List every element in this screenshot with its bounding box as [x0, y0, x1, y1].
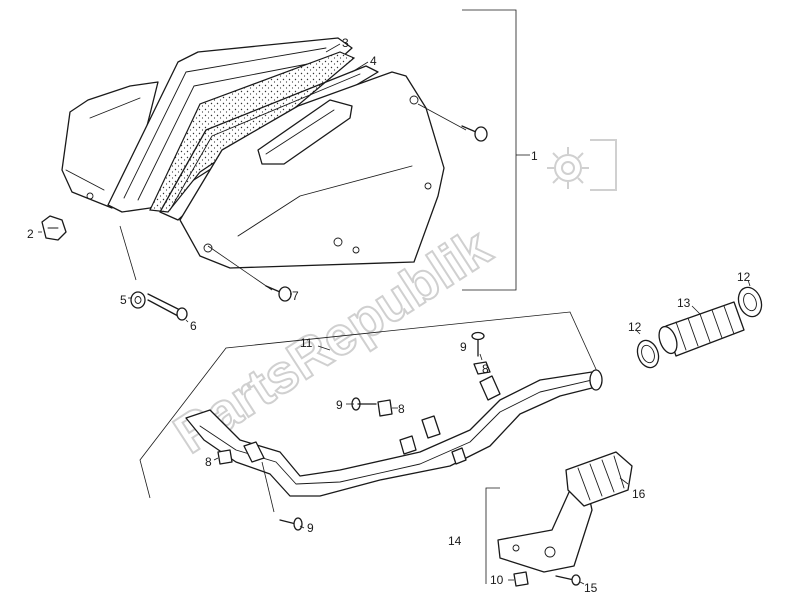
label-part-10: 10 — [490, 573, 504, 587]
screw-part-7 — [207, 245, 292, 302]
nut-part-8-top — [473, 361, 491, 375]
bracket-part-14 — [485, 487, 500, 584]
hose-part-16 — [565, 451, 633, 507]
label-part-8-mid: 8 — [398, 402, 405, 416]
bracket-part-1 — [462, 9, 517, 291]
intake-elbow-part-14 — [497, 481, 593, 573]
label-part-12-right: 12 — [737, 270, 751, 284]
screw-part-9-bottom — [261, 461, 303, 531]
label-part-13: 13 — [677, 296, 691, 310]
bellows-part-13 — [658, 301, 745, 357]
grommet-part-5 — [119, 225, 146, 309]
label-part-15: 15 — [584, 581, 598, 595]
label-part-1: 1 — [531, 149, 538, 163]
nut-part-10 — [513, 571, 529, 587]
label-part-12-left: 12 — [628, 320, 642, 334]
seal-ring-part-12-right — [737, 286, 763, 318]
label-part-8-left: 8 — [205, 455, 212, 469]
cover-screw — [417, 103, 488, 142]
leader-lines — [128, 43, 751, 585]
intake-duct-part-11 — [139, 311, 603, 499]
label-part-7: 7 — [292, 289, 299, 303]
label-part-16: 16 — [632, 487, 646, 501]
label-part-14: 14 — [448, 534, 462, 548]
label-part-9-bottom: 9 — [307, 521, 314, 535]
label-part-9-mid: 9 — [336, 398, 343, 412]
label-part-2: 2 — [27, 227, 34, 241]
label-part-3: 3 — [342, 36, 349, 50]
screw-part-15 — [555, 574, 581, 586]
label-part-11: 11 — [300, 336, 313, 350]
clip-part-2 — [38, 215, 67, 241]
nut-part-8-mid — [377, 399, 393, 417]
nut-part-8-left — [217, 449, 233, 465]
gear-icon — [547, 139, 617, 191]
airbox-cover — [179, 71, 445, 269]
label-part-8-top: 8 — [482, 362, 489, 376]
gasket — [159, 65, 379, 221]
seal-ring-part-12-left — [636, 339, 660, 369]
screw-part-9-mid — [351, 397, 377, 411]
bolt-part-6 — [147, 293, 188, 321]
label-part-6: 6 — [190, 319, 197, 333]
part-labels: 1 2 3 4 5 6 7 8 8 8 9 9 9 10 11 12 12 13… — [27, 36, 751, 595]
label-part-9-top: 9 — [460, 340, 467, 354]
label-part-4: 4 — [370, 54, 377, 68]
label-part-5: 5 — [120, 293, 127, 307]
screw-part-9-top — [471, 331, 485, 357]
